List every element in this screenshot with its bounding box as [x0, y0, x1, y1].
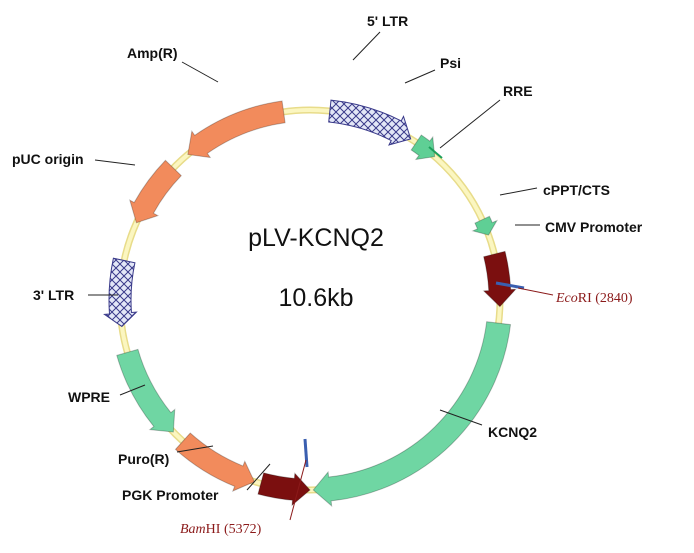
label-pgk: PGK Promoter: [122, 487, 219, 503]
amp-feature-arrow: [187, 100, 286, 159]
leader-puc: [94, 159, 136, 166]
psi-feature-arrow: [410, 134, 436, 161]
label-3ltr: 3' LTR: [33, 287, 74, 303]
rre-marker: [428, 146, 443, 159]
leader-bamhi: [289, 459, 307, 521]
label-puc: pUC origin: [12, 151, 84, 167]
plasmid-name: pLV-KCNQ2: [248, 224, 384, 252]
3-ltr-feature-arrow: [103, 257, 138, 328]
leader-wpre: [119, 384, 146, 396]
label-psi: Psi: [440, 55, 461, 71]
leader-ecori: [517, 287, 554, 296]
puro-feature-arrow: [174, 432, 256, 492]
wpre-feature-arrow: [116, 348, 176, 433]
bamhi-site-mark: [303, 438, 309, 468]
bamhi-label: BamHI (5372): [180, 522, 262, 537]
pgk-feature-arrow: [257, 472, 311, 507]
leader-amp: [181, 61, 219, 83]
cppt-feature-arrow: [471, 215, 499, 236]
puc-feature-arrow: [129, 159, 182, 224]
leader-rre: [439, 99, 501, 149]
label-puro: Puro(R): [118, 451, 169, 467]
leader-pgk: [246, 463, 271, 491]
label-wpre: WPRE: [68, 389, 110, 405]
leader-puro: [176, 445, 214, 453]
label-kcnq2: KCNQ2: [488, 424, 537, 440]
ecori-label: EcoRI (2840): [555, 291, 633, 306]
leader-kcnq2: [439, 409, 483, 426]
label-5ltr: 5' LTR: [367, 13, 408, 29]
label-amp: Amp(R): [127, 45, 178, 61]
cmv-feature-arrow: [482, 250, 517, 308]
kcnq2-feature-arrow: [312, 321, 512, 508]
leader-psi: [404, 69, 436, 84]
plasmid-size: 10.6kb: [278, 284, 353, 312]
leader-cppt: [499, 187, 538, 196]
leader-5ltr: [352, 31, 381, 61]
label-cppt: cPPT/CTS: [543, 182, 610, 198]
label-cmv: CMV Promoter: [545, 219, 643, 235]
ecori-site-mark: [495, 281, 525, 290]
label-rre: RRE: [503, 83, 533, 99]
5-ltr-feature-arrow: [328, 99, 412, 146]
